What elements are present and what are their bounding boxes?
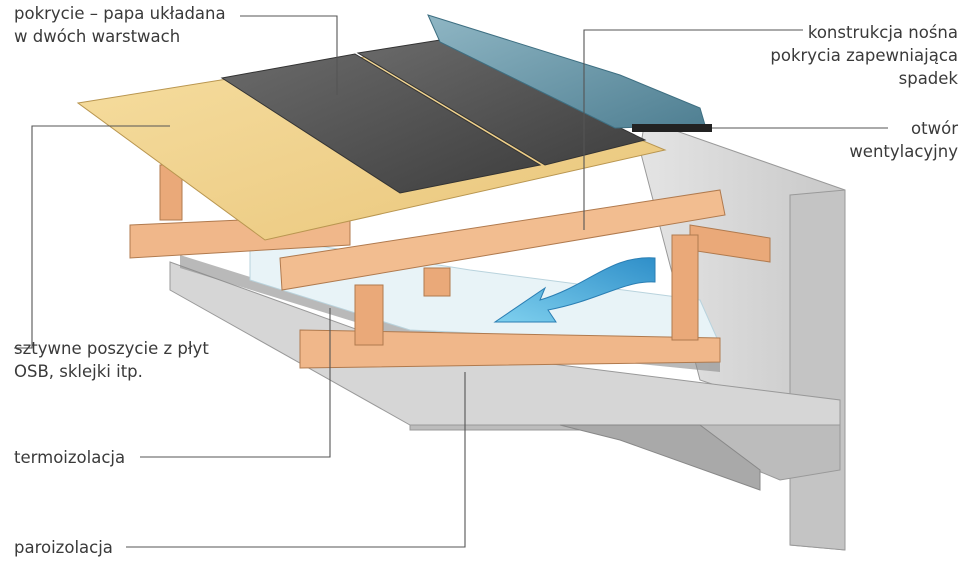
leader-structure [583, 29, 803, 230]
label-structure-line1: konstrukcja nośna [807, 23, 958, 42]
slab-underside [409, 424, 841, 481]
label-vent-line2: wentylacyjny [849, 142, 958, 161]
felt-sheet-1 [220, 53, 542, 194]
slab-front-step [559, 424, 761, 491]
label-vapor: paroizolacja [14, 536, 113, 559]
leader-insulation [140, 308, 331, 458]
label-covering-line1: pokrycie – papa układana [14, 4, 226, 23]
airflow-arrow [493, 257, 656, 323]
post-2 [671, 234, 699, 341]
label-sheathing-line2: OSB, sklejki itp. [14, 362, 143, 381]
label-structure-line3: spadek [898, 69, 958, 88]
vent-gap [632, 124, 712, 132]
label-vapor-line1: paroizolacja [14, 538, 113, 557]
label-covering-line2: w dwóch warstwach [14, 27, 181, 46]
label-structure: konstrukcja nośna pokrycia zapewniająca … [770, 21, 958, 90]
label-covering: pokrycie – papa układana w dwóch warstwa… [14, 2, 226, 48]
label-structure-line2: pokrycia zapewniająca [770, 46, 958, 65]
beam-front [299, 329, 721, 369]
leader-vapor [126, 372, 466, 548]
label-vent: otwór wentylacyjny [849, 117, 958, 163]
post-1 [354, 284, 384, 346]
beam-middle [279, 189, 726, 291]
leader-sheathing [14, 125, 170, 349]
block [423, 267, 451, 297]
label-insulation-line1: termoizolacja [14, 448, 126, 467]
leader-covering [240, 15, 338, 95]
label-sheathing: sztywne poszycie z płyt OSB, sklejki itp… [14, 337, 209, 383]
wall-side-face [789, 189, 846, 551]
label-vent-line1: otwór [911, 119, 958, 138]
label-insulation: termoizolacja [14, 446, 125, 469]
label-sheathing-line1: sztywne poszycie z płyt [14, 339, 209, 358]
felt-sheet-2 [356, 39, 647, 166]
